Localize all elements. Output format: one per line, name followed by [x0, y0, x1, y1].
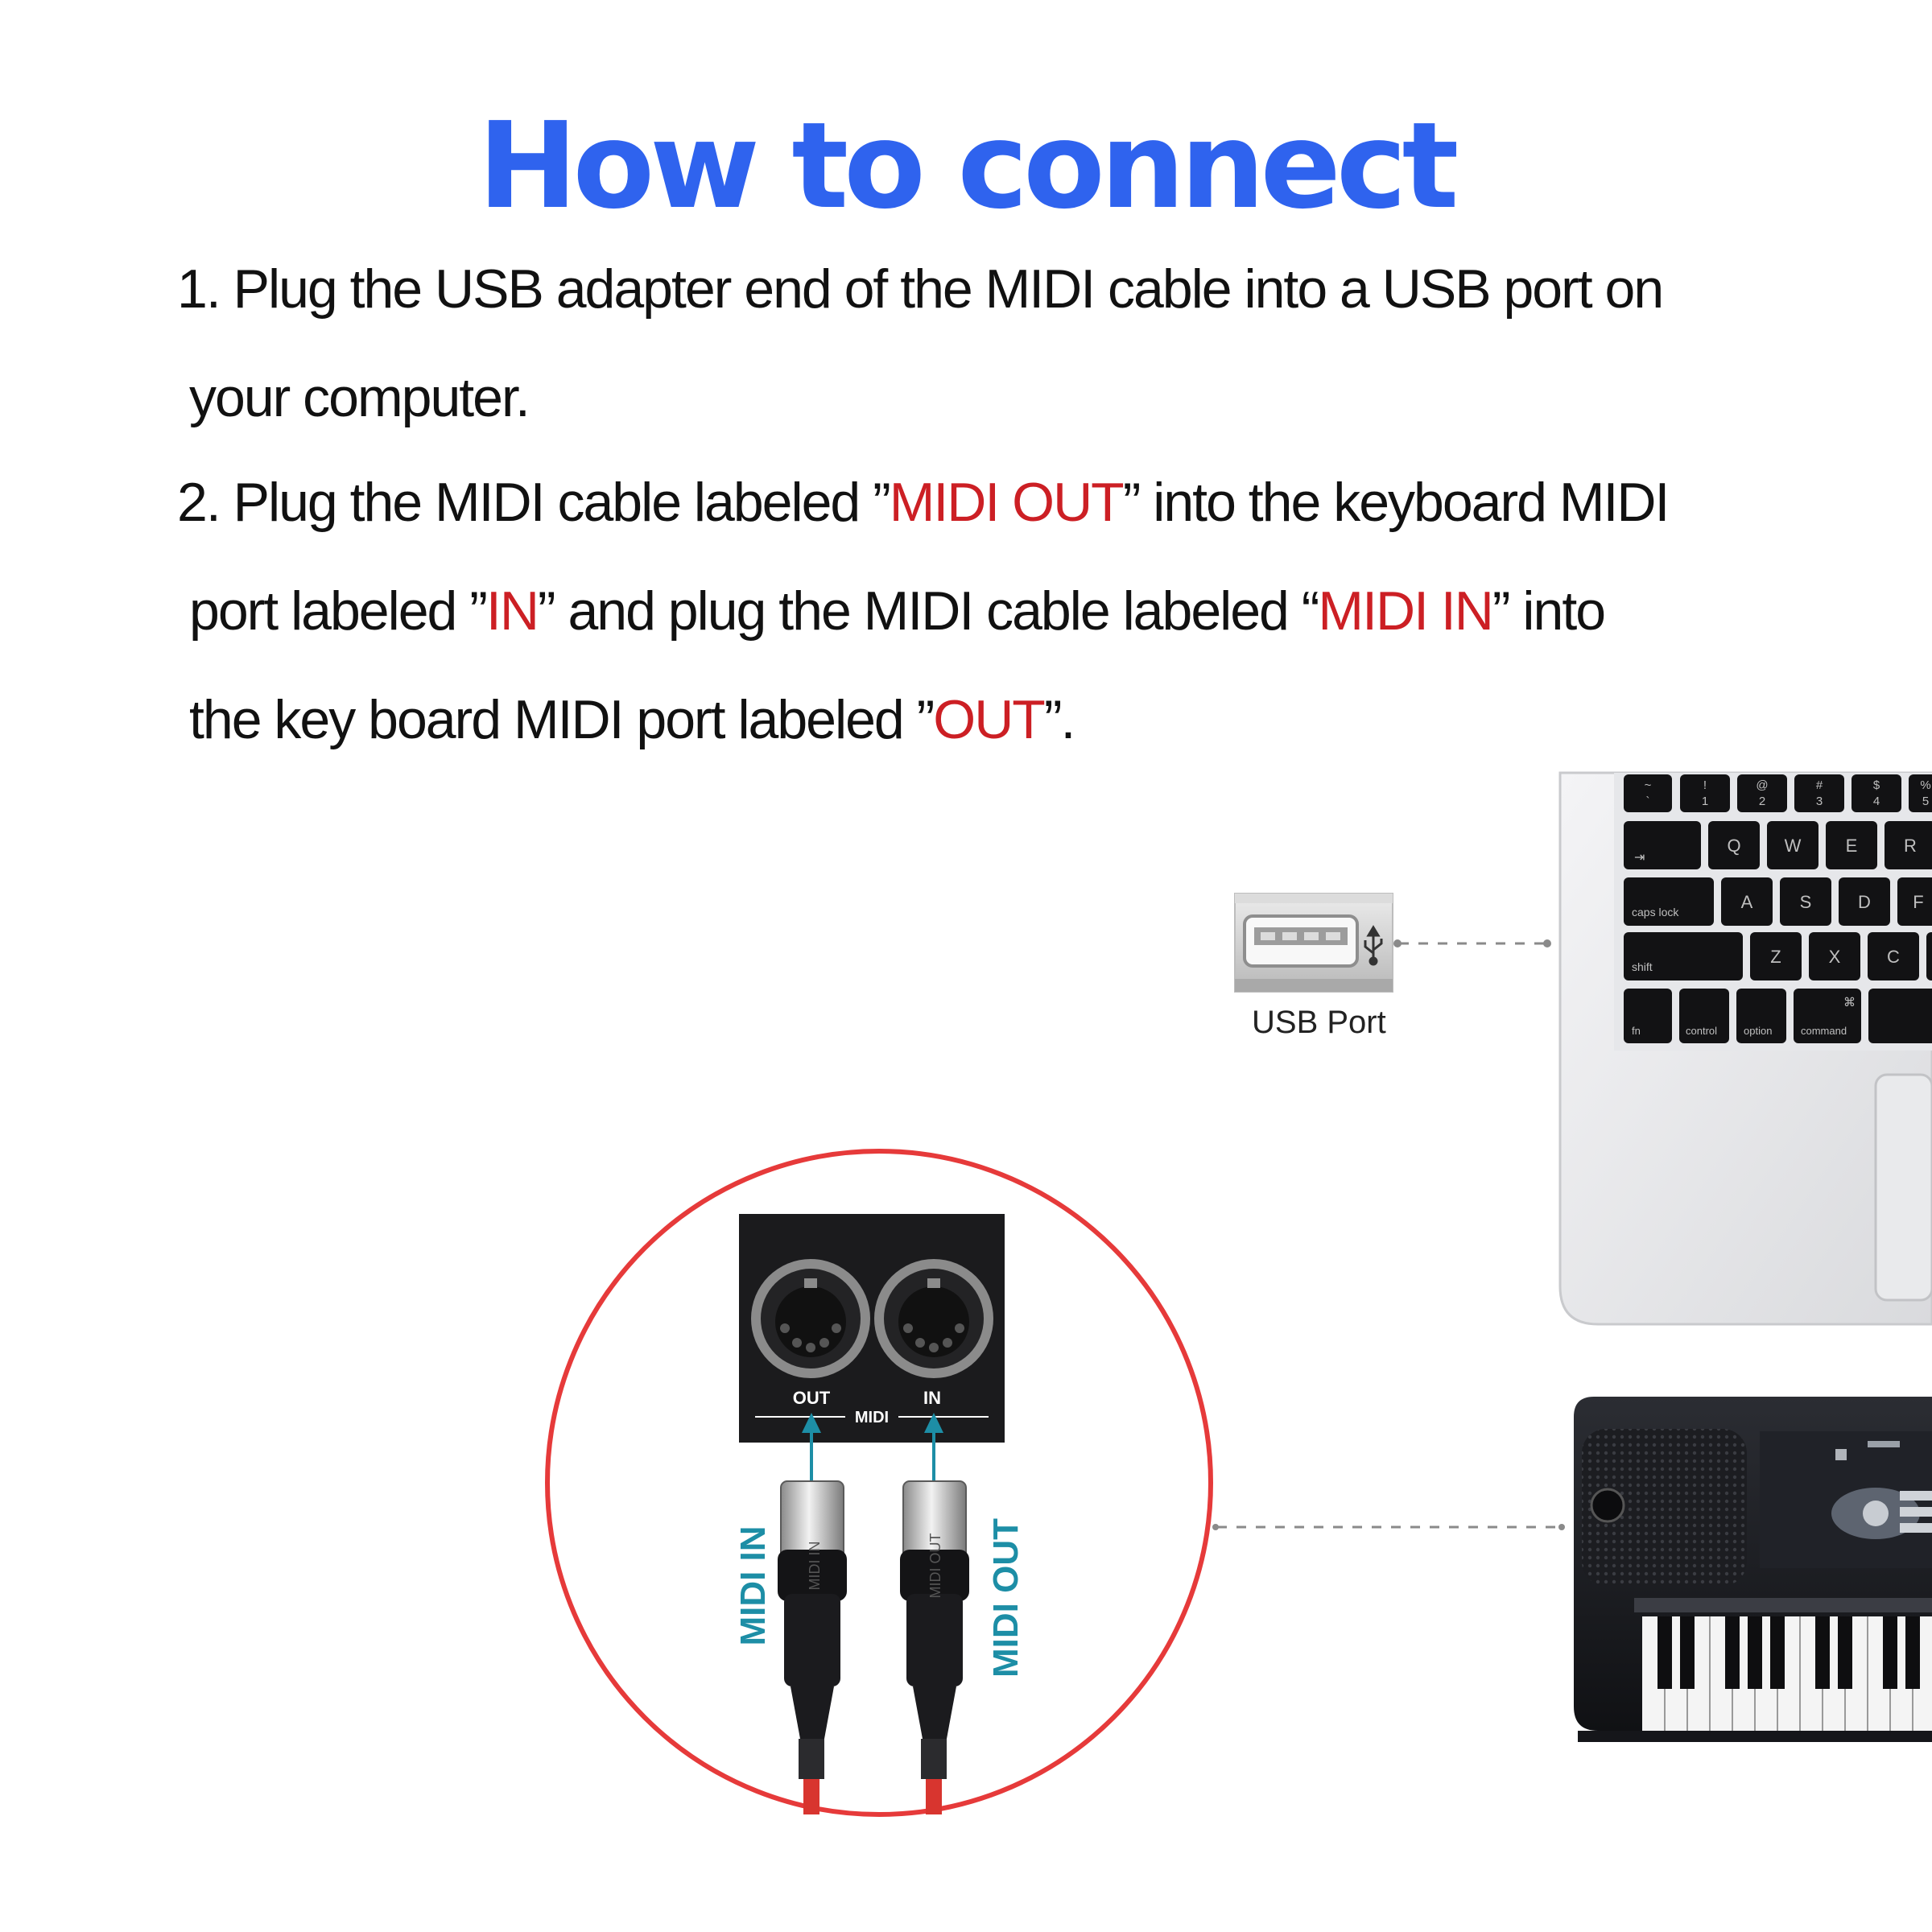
cable-label-midi-in: MIDI IN	[733, 1525, 773, 1645]
key	[1839, 877, 1890, 926]
key-label: W	[1785, 836, 1802, 856]
text: ” into the keyboard MIDI	[1122, 472, 1670, 533]
key-label: D	[1858, 892, 1871, 912]
key-label: @	[1756, 778, 1768, 792]
port-label-midi: MIDI	[855, 1409, 889, 1426]
port-label-out: OUT	[793, 1388, 831, 1408]
key	[1809, 932, 1860, 980]
key-label: 2	[1759, 795, 1765, 808]
key	[1897, 877, 1932, 926]
key-label: Z	[1770, 947, 1781, 967]
arrow-up-icon	[924, 1413, 943, 1485]
key-label: 5	[1922, 795, 1929, 808]
key-tab	[1624, 821, 1701, 869]
key-label: control	[1686, 1025, 1717, 1037]
key-label: 3	[1816, 795, 1823, 808]
key	[1885, 821, 1932, 869]
midi-cable-left: MIDI IN	[778, 1480, 847, 1814]
highlight-midi-out: MIDI OUT	[889, 472, 1125, 533]
key	[1794, 774, 1844, 812]
key-option	[1736, 989, 1786, 1043]
key-caps-lock	[1624, 877, 1714, 926]
key-label: ⇥	[1634, 851, 1645, 865]
key	[1708, 821, 1760, 869]
plug-text-left: MIDI IN	[807, 1542, 823, 1591]
key	[1624, 774, 1672, 812]
key	[1680, 774, 1730, 812]
midi-cable-right: MIDI OUT	[900, 1480, 969, 1814]
step-1-line-2: your computer.	[189, 367, 530, 428]
midi-port-panel: OUT IN MIDI	[739, 1214, 1005, 1443]
cable-label-midi-out: MIDI OUT	[986, 1518, 1026, 1678]
step-2-line-1: 2. Plug the MIDI cable labeled ”MIDI OUT…	[177, 471, 1670, 534]
key-label: 4	[1873, 795, 1880, 808]
key-label: `	[1646, 795, 1650, 808]
key	[1909, 774, 1932, 812]
key-label: fn	[1632, 1025, 1641, 1037]
connector-dot	[1558, 1524, 1565, 1530]
usb-symbol-icon	[1364, 925, 1383, 966]
highlight-out: OUT	[933, 689, 1046, 750]
connector-dot	[1543, 939, 1551, 947]
key-label: Q	[1727, 836, 1740, 856]
text: ”.	[1043, 689, 1076, 750]
key-label: E	[1846, 836, 1858, 856]
key-label: S	[1800, 892, 1812, 912]
key-shift	[1624, 932, 1743, 980]
key-space	[1868, 989, 1932, 1043]
trackpad	[1874, 1073, 1932, 1302]
text: the key board MIDI port labeled ”	[189, 689, 935, 750]
text: ” and plug the MIDI cable labeled “	[537, 580, 1319, 642]
key	[1926, 932, 1932, 980]
electronic-keyboard	[1574, 1397, 1932, 1742]
key	[1750, 932, 1802, 980]
key-label: command	[1801, 1025, 1847, 1037]
step-1-line-1: 1. Plug the USB adapter end of the MIDI …	[177, 258, 1664, 320]
key	[1852, 774, 1901, 812]
text: port labeled ”	[189, 580, 488, 642]
key-label: !	[1703, 778, 1707, 792]
laptop-keys: ~ ` ! 1 @ 2 # 3 $ 4 % 5 ⇥ Q W E R caps l…	[1624, 774, 1932, 1043]
detail-circle	[545, 1149, 1213, 1817]
key-label: ~	[1645, 778, 1652, 792]
page-title: How to connect	[477, 97, 1459, 235]
key	[1826, 821, 1877, 869]
step-2-line-3: the key board MIDI port labeled ”OUT”.	[189, 688, 1076, 751]
step-2-line-2: port labeled ”IN” and plug the MIDI cabl…	[189, 580, 1606, 642]
key-command	[1794, 989, 1861, 1043]
key-control	[1679, 989, 1729, 1043]
key-label: ⌘	[1843, 996, 1856, 1009]
key	[1767, 821, 1818, 869]
key	[1721, 877, 1773, 926]
arrow-up-icon	[802, 1413, 821, 1485]
key-fn	[1624, 989, 1672, 1043]
key	[1868, 932, 1919, 980]
key-label: R	[1904, 836, 1917, 856]
connector-dot	[1212, 1524, 1219, 1530]
highlight-in: IN	[485, 580, 539, 642]
plug-text-right: MIDI OUT	[927, 1534, 943, 1599]
text: 2. Plug the MIDI cable labeled ”	[177, 472, 891, 533]
key-label: #	[1816, 778, 1823, 792]
highlight-midi-in: MIDI IN	[1318, 580, 1493, 642]
key-label: option	[1744, 1025, 1772, 1037]
key-label: C	[1887, 947, 1900, 967]
usb-port-label: USB Port	[1252, 1005, 1386, 1040]
key-label: 1	[1702, 795, 1708, 808]
key-label: A	[1741, 892, 1753, 912]
key-label: X	[1829, 947, 1841, 967]
connector-dot	[1393, 939, 1402, 947]
usb-port-graphic	[1234, 893, 1393, 993]
key-label: caps lock	[1632, 906, 1679, 919]
text: ” into	[1492, 580, 1606, 642]
key	[1780, 877, 1831, 926]
key-label: %	[1920, 778, 1930, 792]
key-label: $	[1873, 778, 1880, 792]
key-label: shift	[1632, 960, 1653, 973]
key	[1737, 774, 1787, 812]
port-label-in: IN	[923, 1388, 941, 1408]
key-label: F	[1913, 892, 1923, 912]
